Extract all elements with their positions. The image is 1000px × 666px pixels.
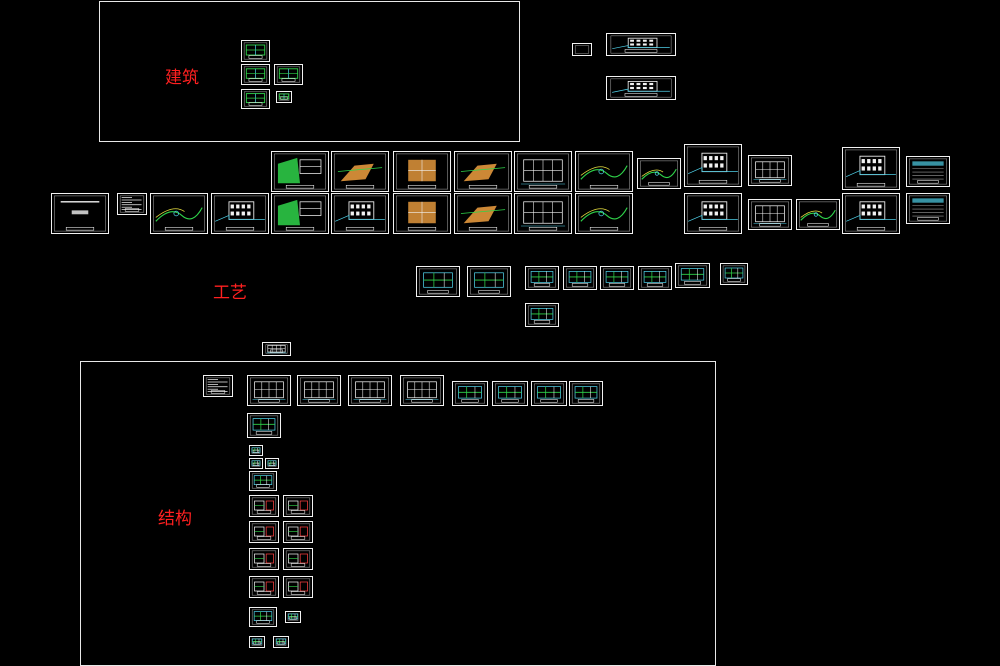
drawing-sheet-13[interactable] (514, 151, 572, 192)
drawing-sheet-18[interactable] (842, 147, 900, 190)
drawing-sheet-48[interactable] (348, 375, 392, 406)
drawing-sheet-52[interactable] (531, 381, 567, 406)
drawing-sheet-64[interactable] (283, 548, 313, 570)
drawing-sheet-47[interactable] (297, 375, 341, 406)
drawing-sheet-57[interactable] (265, 458, 279, 469)
drawing-sheet-26[interactable] (393, 193, 451, 234)
drawing-sheet-59[interactable] (249, 495, 279, 517)
drawing-sheet-12[interactable] (454, 151, 512, 192)
drawing-sheet-42[interactable] (720, 263, 748, 285)
drawing-sheet-28[interactable] (514, 193, 572, 234)
drawing-sheet-37[interactable] (525, 266, 559, 290)
drawing-sheet-50[interactable] (452, 381, 488, 406)
drawing-sheet-68[interactable] (285, 611, 301, 623)
drawing-sheet-63[interactable] (249, 548, 279, 570)
drawing-sheet-40[interactable] (638, 266, 672, 290)
drawing-sheet-45[interactable] (203, 375, 233, 397)
drawing-sheet-56[interactable] (249, 458, 263, 469)
drawing-sheet-30[interactable] (684, 193, 742, 234)
structure-label: 结构 (158, 509, 192, 529)
drawing-sheet-17[interactable] (748, 155, 792, 186)
drawing-sheet-39[interactable] (600, 266, 634, 290)
drawing-sheet-31[interactable] (748, 199, 792, 230)
drawing-sheet-5[interactable] (276, 91, 292, 103)
drawing-sheet-66[interactable] (283, 576, 313, 598)
drawing-sheet-1[interactable] (241, 40, 270, 62)
architecture-region-frame (99, 1, 520, 142)
drawing-sheet-15[interactable] (637, 158, 681, 189)
drawing-sheet-61[interactable] (249, 521, 279, 543)
process-label: 工艺 (213, 283, 247, 303)
drawing-sheet-3[interactable] (274, 64, 303, 85)
drawing-sheet-11[interactable] (393, 151, 451, 192)
drawing-sheet-32[interactable] (796, 199, 840, 230)
drawing-sheet-14[interactable] (575, 151, 633, 192)
drawing-sheet-44[interactable] (262, 342, 291, 356)
drawing-sheet-46[interactable] (247, 375, 291, 406)
drawing-sheet-4[interactable] (241, 89, 270, 109)
drawing-sheet-16[interactable] (684, 144, 742, 187)
drawing-sheet-54[interactable] (247, 413, 281, 438)
drawing-sheet-35[interactable] (416, 266, 460, 297)
drawing-sheet-53[interactable] (569, 381, 603, 406)
drawing-sheet-27[interactable] (454, 193, 512, 234)
drawing-sheet-65[interactable] (249, 576, 279, 598)
drawing-sheet-70[interactable] (273, 636, 289, 648)
drawing-sheet-34[interactable] (906, 193, 950, 224)
drawing-sheet-33[interactable] (842, 193, 900, 234)
drawing-sheet-20[interactable] (51, 193, 109, 234)
drawing-sheet-9[interactable] (271, 151, 329, 192)
drawing-sheet-41[interactable] (675, 263, 710, 288)
drawing-sheet-2[interactable] (241, 64, 270, 85)
drawing-sheet-19[interactable] (906, 156, 950, 187)
drawing-sheet-67[interactable] (249, 607, 277, 627)
drawing-sheet-69[interactable] (249, 636, 265, 648)
drawing-sheet-25[interactable] (331, 193, 389, 234)
drawing-sheet-38[interactable] (563, 266, 597, 290)
architecture-label: 建筑 (165, 68, 199, 88)
drawing-sheet-60[interactable] (283, 495, 313, 517)
drawing-sheet-51[interactable] (492, 381, 528, 406)
drawing-sheet-10[interactable] (331, 151, 389, 192)
drawing-sheet-21[interactable] (117, 193, 147, 215)
drawing-sheet-43[interactable] (525, 303, 559, 327)
drawing-sheet-62[interactable] (283, 521, 313, 543)
drawing-sheet-24[interactable] (271, 193, 329, 234)
drawing-sheet-36[interactable] (467, 266, 511, 297)
drawing-sheet-22[interactable] (150, 193, 208, 234)
drawing-sheet-7[interactable] (606, 33, 676, 56)
drawing-sheet-29[interactable] (575, 193, 633, 234)
drawing-sheet-8[interactable] (606, 76, 676, 100)
drawing-sheet-23[interactable] (211, 193, 269, 234)
drawing-sheet-6[interactable] (572, 43, 592, 56)
drawing-sheet-58[interactable] (249, 471, 277, 491)
drawing-sheet-55[interactable] (249, 445, 263, 456)
drawing-sheet-49[interactable] (400, 375, 444, 406)
